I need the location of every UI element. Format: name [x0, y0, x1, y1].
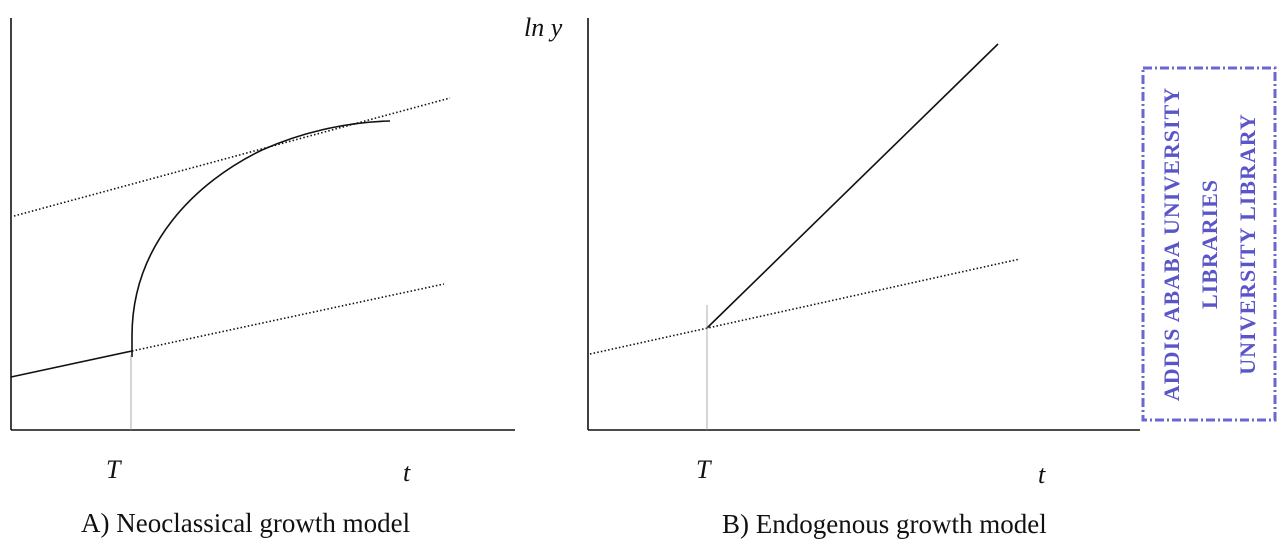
- panel-a-initial-growth-path: [10, 350, 133, 378]
- panel-a-upper-steady-state-path: [13, 97, 451, 217]
- panel-b-steady-state-path: [589, 258, 1021, 355]
- stamp-text-group: ADDIS ABABA UNIVERSITY LIBRARIES UNIVERS…: [1159, 87, 1260, 401]
- stamp-line-3: UNIVERSITY LIBRARY: [1235, 113, 1260, 375]
- panel-b-endogenous-growth-path: [706, 43, 999, 329]
- panel-a-x-tick-label: T: [106, 455, 122, 484]
- panel-a: T t A) Neoclassical growth model: [10, 18, 515, 538]
- panel-b-x-tick-label: T: [696, 455, 712, 484]
- stamp-line-1: ADDIS ABABA UNIVERSITY: [1159, 87, 1184, 401]
- stamp-border: [1141, 66, 1277, 422]
- panel-b-y-axis-label: ln y: [524, 13, 563, 42]
- panel-a-transition-curve: [131, 120, 391, 357]
- stamp-line-2: LIBRARIES: [1197, 179, 1222, 309]
- library-stamp: ADDIS ABABA UNIVERSITY LIBRARIES UNIVERS…: [1141, 66, 1277, 422]
- panel-a-lower-steady-state-path: [131, 283, 445, 352]
- panel-b-x-axis-label: t: [1038, 460, 1046, 489]
- panel-b: ln y T t B) Endogenous growth model: [524, 13, 1140, 539]
- panel-a-caption: A) Neoclassical growth model: [81, 508, 410, 538]
- panel-b-caption: B) Endogenous growth model: [722, 509, 1047, 539]
- panel-a-x-axis-label: t: [403, 458, 411, 487]
